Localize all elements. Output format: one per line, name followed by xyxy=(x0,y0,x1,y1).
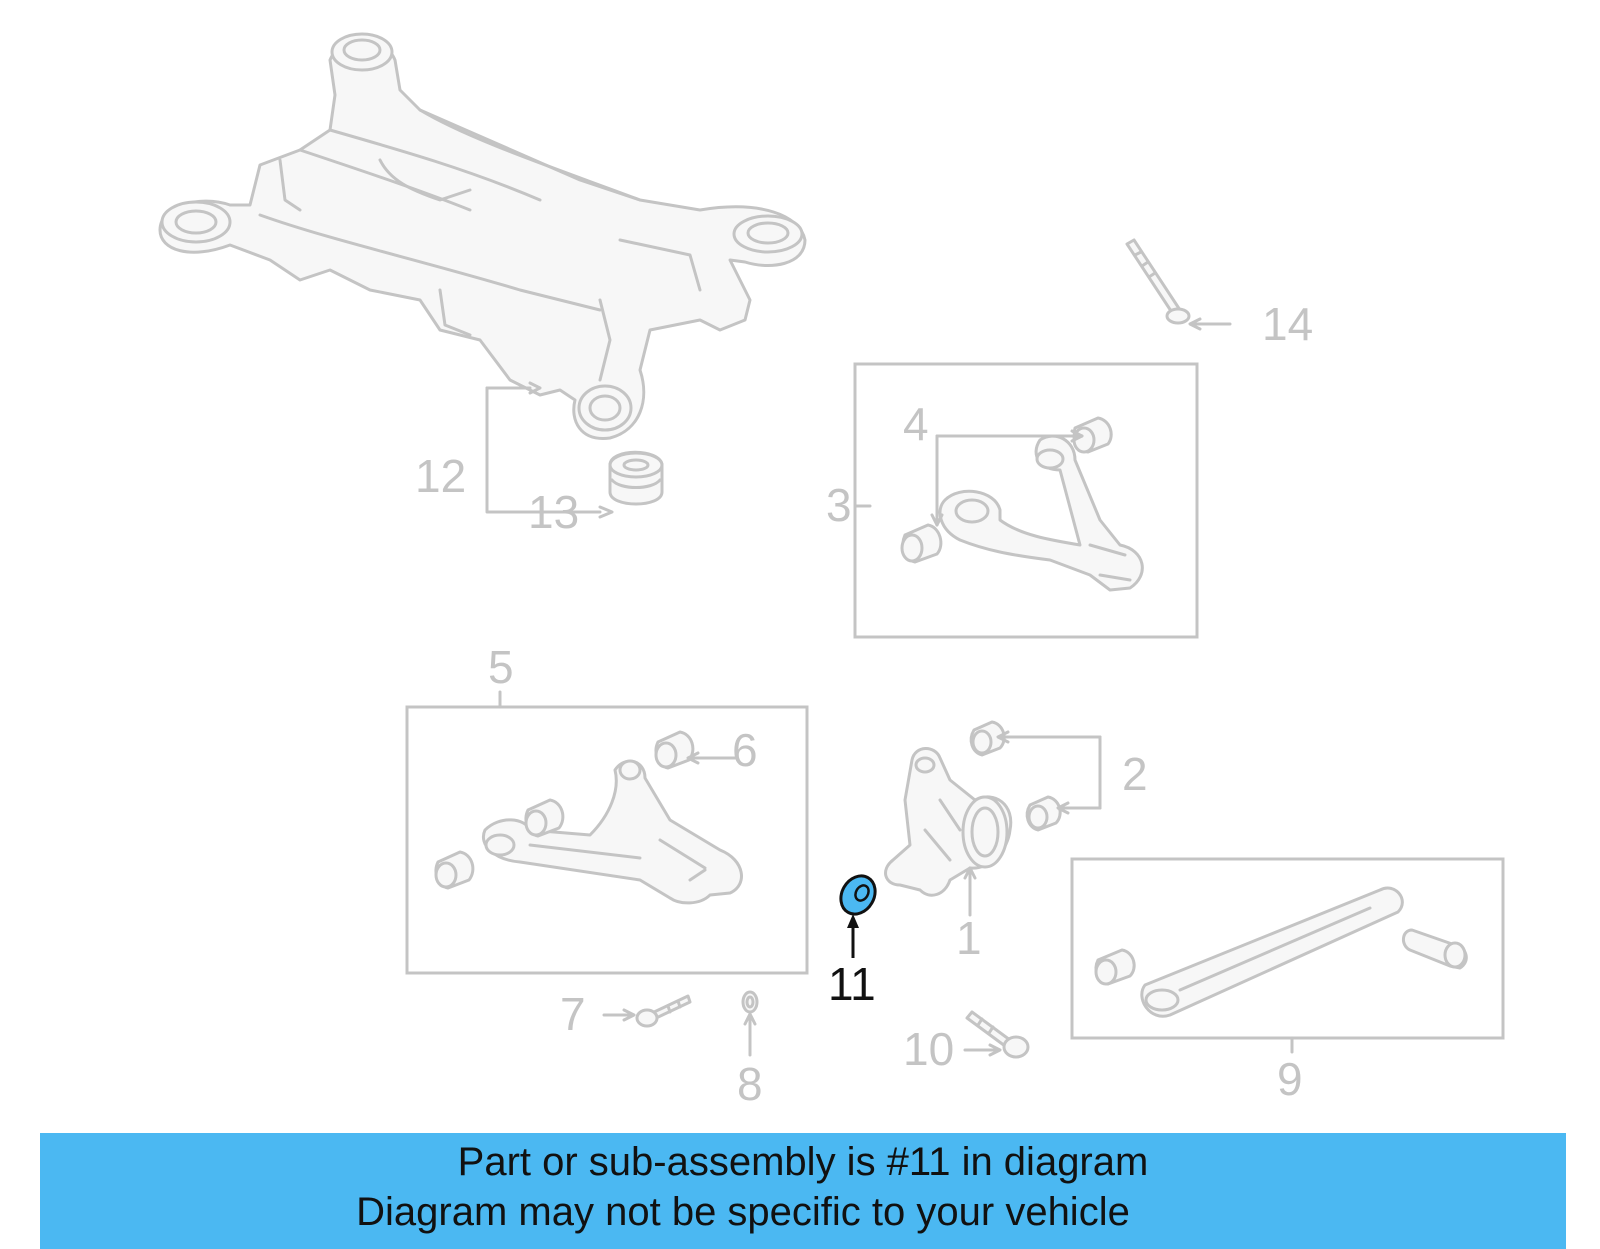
part-7-bolt[interactable] xyxy=(635,994,692,1028)
banner-line-part-number: Part or sub-assembly is #11 in diagram xyxy=(457,1140,1149,1184)
part-10-bolt[interactable] xyxy=(965,1010,1030,1059)
callout-11: 11 xyxy=(828,958,876,1010)
part-5-box xyxy=(405,705,809,975)
callout-6: 6 xyxy=(732,724,758,776)
callout-labels: 12 13 14 3 4 5 6 2 1 11 7 8 10 9 xyxy=(415,298,1313,1110)
part-11-highlighted[interactable] xyxy=(834,870,882,921)
leader-lines xyxy=(485,317,1294,1057)
callout-4: 4 xyxy=(903,398,929,450)
callout-1: 1 xyxy=(956,912,982,964)
callout-8: 8 xyxy=(737,1058,763,1110)
callout-10: 10 xyxy=(903,1023,954,1075)
part-6-lower-arm-bushing[interactable] xyxy=(654,730,695,770)
part-8-washer[interactable] xyxy=(741,990,759,1014)
part-13-subframe-bushing[interactable] xyxy=(608,450,664,506)
callout-5: 5 xyxy=(488,641,514,693)
part-3-box xyxy=(853,362,1199,639)
part-14-bolt[interactable] xyxy=(1125,238,1191,325)
callout-3: 3 xyxy=(826,479,852,531)
callout-12: 12 xyxy=(415,450,466,502)
callout-14: 14 xyxy=(1262,298,1313,350)
part-3-upper-control-arm[interactable] xyxy=(938,434,1144,592)
banner-line-disclaimer: Diagram may not be specific to your vehi… xyxy=(356,1190,1130,1234)
exploded-parts-diagram: 12 13 14 3 4 5 6 2 1 11 7 8 10 9 xyxy=(158,32,1505,1110)
rear-subframe-part[interactable] xyxy=(158,32,807,440)
part-2-knuckle-bushing[interactable] xyxy=(969,720,1062,832)
callout-7: 7 xyxy=(560,988,586,1040)
callout-13: 13 xyxy=(528,486,579,538)
info-banner: Part or sub-assembly is #11 in diagram D… xyxy=(40,1133,1566,1249)
part-5-bushing[interactable] xyxy=(434,798,565,890)
part-1-knuckle[interactable] xyxy=(884,747,1013,897)
part-5-lower-control-arm[interactable] xyxy=(482,759,743,905)
callout-2: 2 xyxy=(1122,748,1148,800)
part-9-control-link[interactable] xyxy=(1140,886,1404,1018)
part-4-upper-arm-bushing[interactable] xyxy=(900,416,1113,564)
callout-9: 9 xyxy=(1277,1053,1303,1105)
part-9-box xyxy=(1070,857,1505,1040)
part-9-bushing[interactable] xyxy=(1094,928,1468,986)
